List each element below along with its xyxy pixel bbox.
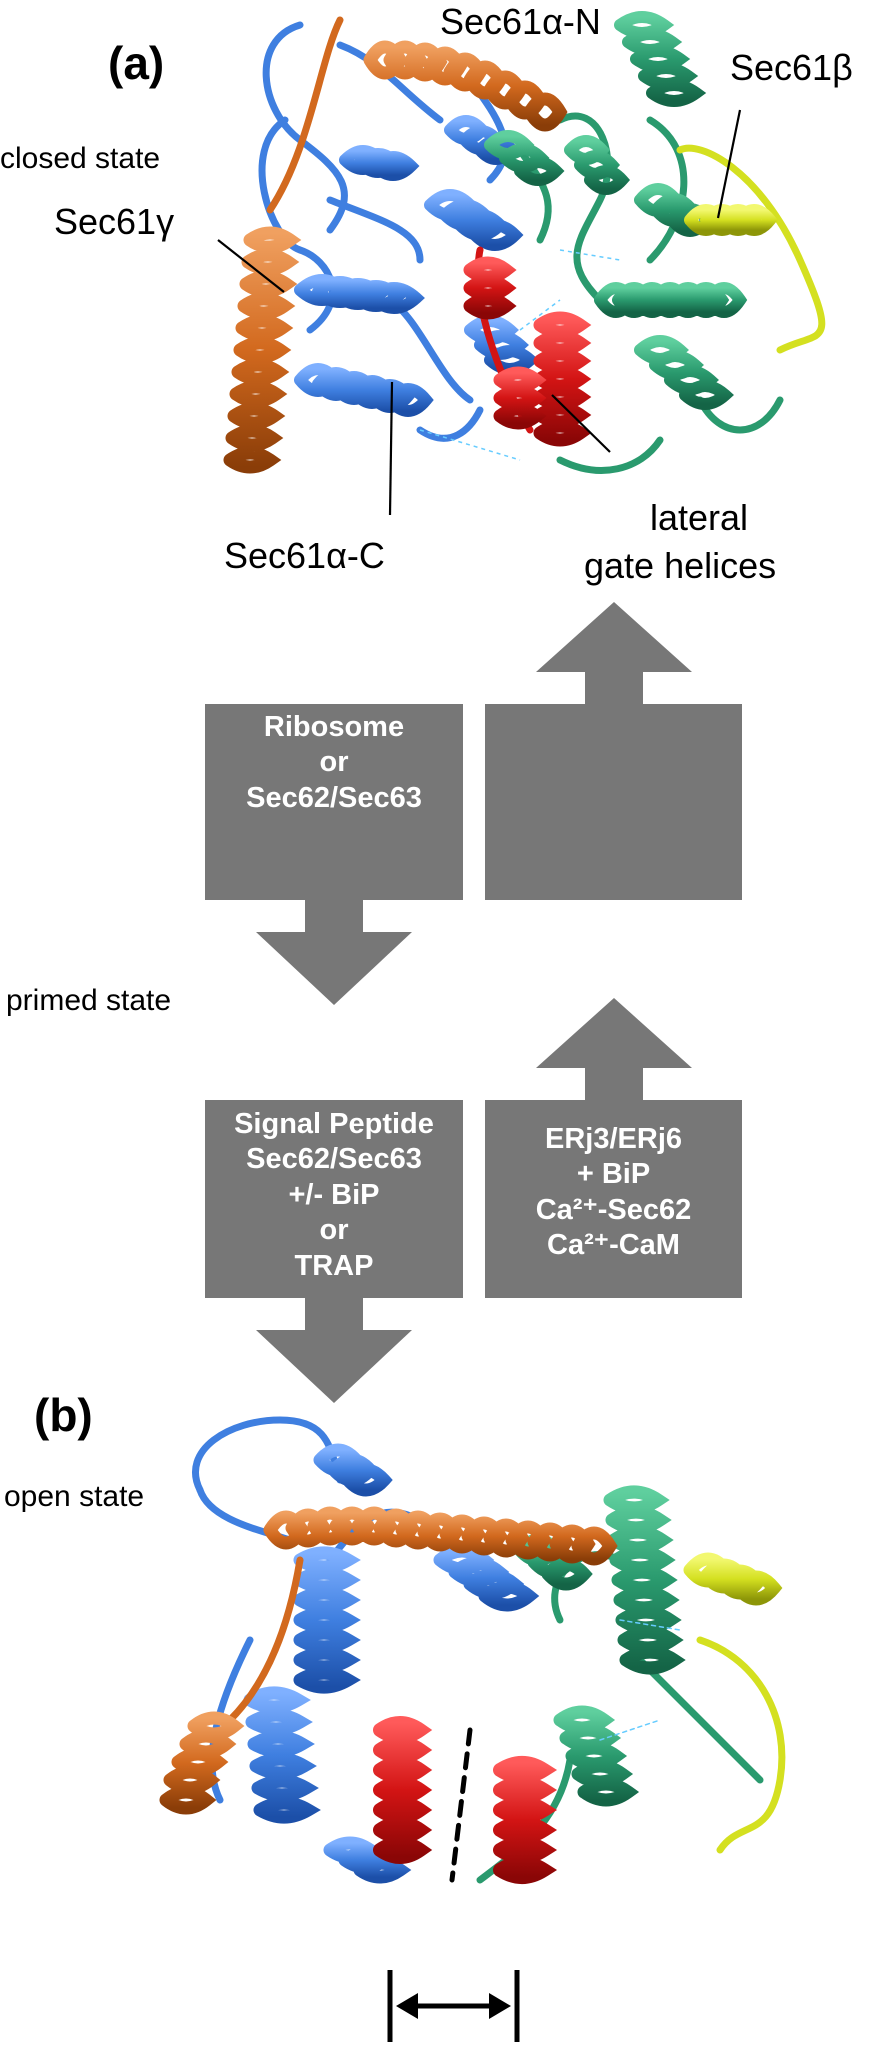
panel-a-letter: (a): [108, 37, 165, 89]
box-signal-peptide-text: Signal Peptide Sec62/Sec63 +/- BiP or TR…: [205, 1107, 463, 1284]
lateral-gate-helices-ribbon: [463, 246, 592, 447]
arrow-down-1: [256, 898, 412, 1005]
box-signal-peptide-line: Sec62/Sec63: [246, 1143, 422, 1176]
box-ribosome-text: Ribosome or Sec62/Sec63: [205, 710, 463, 816]
box-erj3-line: Ca²⁺-Sec62: [535, 1193, 692, 1226]
box-ribosome-line: Ribosome: [263, 711, 405, 743]
panel-b-letter: (b): [34, 1389, 93, 1441]
arrow-up-1: [536, 602, 692, 704]
sec61-alpha-n-ribbon: [484, 11, 784, 474]
box-erj3-line: Ca²⁺-CaM: [547, 1229, 680, 1262]
sec61-beta-label: Sec61β: [730, 47, 853, 88]
box-erj3-line: + BiP: [576, 1158, 651, 1191]
box-signal-peptide-line: +/- BiP: [288, 1178, 380, 1211]
dashed-links: [419, 249, 621, 461]
lateral-gate-label-line1: lateral: [650, 497, 749, 538]
gate-width-double-arrow: [387, 1970, 520, 2042]
lateral-gate-label-line2: gate helices: [584, 545, 777, 586]
box-erj3-text: ERj3/ERj6 + BiP Ca²⁺-Sec62 Ca²⁺-CaM: [485, 1122, 742, 1264]
closed-state-label: closed state: [0, 142, 161, 175]
box-erj3-line: ERj3/ERj6: [545, 1123, 682, 1155]
box-ribosome-line: or: [319, 746, 349, 779]
gate-gap-dashed-line: [449, 1727, 473, 1883]
sec61-alpha-n-label: Sec61α-N: [440, 1, 601, 42]
box-signal-peptide: [205, 1100, 463, 1298]
sec61-gamma-label: Sec61γ: [54, 201, 175, 242]
sec61-alpha-c-label: Sec61α-C: [224, 535, 385, 576]
box-return-1: [485, 704, 742, 900]
arrow-down-2: [256, 1296, 412, 1403]
box-ribosome-line: Sec62/Sec63: [246, 781, 422, 814]
flow-arrows: [205, 602, 742, 1403]
open-state-label: open state: [4, 1480, 145, 1513]
box-signal-peptide-line: TRAP: [294, 1249, 374, 1282]
sec61-gamma-ribbon: [223, 16, 568, 474]
box-erj3: [485, 1100, 742, 1298]
box-signal-peptide-line: Signal Peptide: [234, 1108, 434, 1140]
box-ribosome: [205, 704, 463, 900]
label-leader-lines: [217, 109, 742, 516]
arrow-up-2: [536, 998, 692, 1100]
box-signal-peptide-line: or: [319, 1214, 349, 1247]
sec61-beta-ribbon: [676, 144, 826, 354]
primed-state-label: primed state: [6, 984, 172, 1017]
open-state-structure: [159, 1416, 786, 1884]
